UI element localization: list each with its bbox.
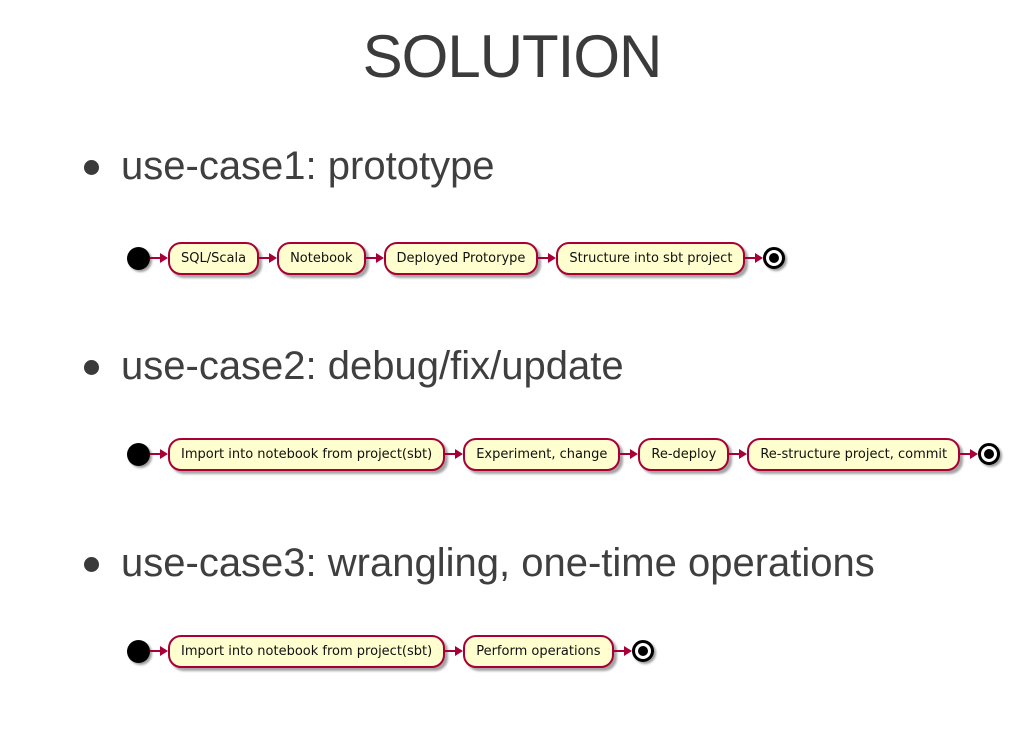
bullet-icon [84,359,99,375]
transition-arrow-icon [960,448,979,460]
activity-node: Deployed Protorype [383,241,539,275]
bullet-icon [84,159,99,175]
transition-arrow-icon [538,252,557,264]
transition-arrow-icon [259,252,278,264]
activity-node: Re-structure project, commit [747,437,961,471]
activity-diagram-use-case1: SQL/Scala Notebook Deployed Protorype Struc… [127,234,786,282]
transition-arrow-icon [150,448,168,460]
initial-state-icon [127,639,150,663]
activity-node: Notebook [277,241,366,275]
activity-diagram-use-case2: Import into notebook from project(sbt) Ex… [127,430,1001,478]
bullet-icon [84,556,99,572]
final-state-inner-dot [769,253,780,263]
activity-node: Import into notebook from project(sbt) [168,634,446,668]
activity-node: Import into notebook from project(sbt) [168,437,446,471]
activity-node: Structure into sbt project [556,241,746,275]
initial-state-icon [127,442,150,466]
transition-arrow-icon [150,645,168,657]
activity-diagram-use-case3: Import into notebook from project(sbt) Pe… [127,627,654,675]
transition-arrow-icon [745,252,764,264]
final-state-icon [978,443,1001,465]
transition-arrow-icon [445,645,464,657]
bullet-label: use-case1: prototype [121,143,495,188]
activity-node: SQL/Scala [168,241,260,275]
transition-arrow-icon [613,645,632,657]
bullet-item-use-case1: use-case1: prototype [84,140,495,192]
bullet-item-use-case2: use-case2: debug/fix/update [84,340,624,392]
transition-arrow-icon [365,252,384,264]
transition-arrow-icon [620,448,639,460]
bullet-item-use-case3: use-case3: wrangling, one-time operation… [84,537,875,589]
activity-node: Perform operations [463,634,614,668]
final-state-icon [631,640,654,662]
final-state-inner-dot [984,449,995,459]
activity-node: Experiment, change [463,437,621,471]
bullet-label: use-case2: debug/fix/update [121,343,624,388]
transition-arrow-icon [150,252,168,264]
activity-node: Re-deploy [638,437,730,471]
transition-arrow-icon [445,448,464,460]
slide-title: SOLUTION [362,23,663,90]
transition-arrow-icon [729,448,748,460]
initial-state-icon [127,246,150,270]
final-state-inner-dot [637,646,648,656]
bullet-label: use-case3: wrangling, one-time operation… [121,540,875,585]
final-state-icon [763,247,786,269]
